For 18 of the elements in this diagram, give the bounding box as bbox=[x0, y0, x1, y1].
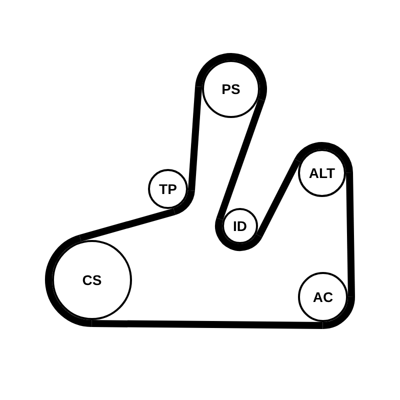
pulley bbox=[298, 149, 346, 197]
pulley-label: ID bbox=[233, 219, 247, 233]
belt-segment bbox=[256, 158, 301, 238]
pulley-label: PS bbox=[222, 82, 240, 96]
pulley-label: TP bbox=[159, 182, 177, 196]
pulley bbox=[148, 169, 188, 209]
belt-segment bbox=[188, 86, 202, 191]
pulley bbox=[52, 240, 132, 320]
belt-segment bbox=[79, 208, 176, 242]
pulley-label: ALT bbox=[308, 166, 336, 180]
belt-segment bbox=[92, 320, 323, 329]
pulley-label: CS bbox=[82, 273, 102, 287]
belt-segment bbox=[216, 98, 265, 220]
pulley bbox=[222, 208, 258, 244]
pulley bbox=[298, 272, 348, 322]
belt-segment bbox=[346, 172, 355, 297]
pulley-label: AC bbox=[312, 290, 334, 304]
pulley bbox=[202, 60, 260, 118]
